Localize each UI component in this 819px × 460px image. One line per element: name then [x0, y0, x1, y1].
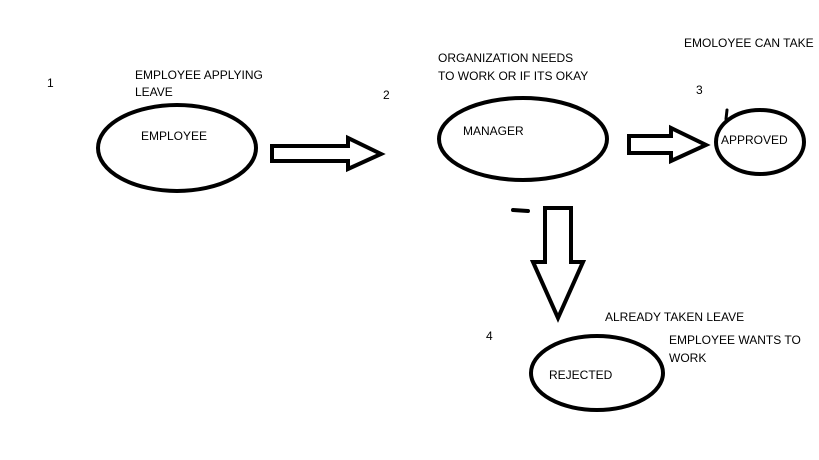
employee-node-label: EMPLOYEE [141, 129, 207, 143]
manager-ellipse [437, 96, 609, 182]
approved-node: APPROVED [714, 108, 806, 176]
rejected-note-line2: EMPLOYEE WANTS TO [669, 333, 801, 347]
arrow-manager-to-approved [627, 124, 711, 165]
pen-mark [511, 208, 530, 213]
approved-node-label: APPROVED [721, 133, 788, 147]
step-number-3: 3 [696, 83, 703, 97]
employee-node: EMPLOYEE [96, 103, 258, 193]
employee-ellipse [96, 103, 258, 193]
step-number-4: 4 [486, 329, 493, 343]
employee-note-line2: LEAVE [135, 85, 173, 99]
rejected-note-line3: WORK [669, 351, 706, 365]
approved-note: EMOLOYEE CAN TAKE [684, 36, 814, 50]
manager-note-line1: ORGANIZATION NEEDS [438, 51, 573, 65]
manager-note-line2: TO WORK OR IF ITS OKAY [438, 69, 588, 83]
step-number-2: 2 [383, 88, 390, 102]
rejected-note-line1: ALREADY TAKEN LEAVE [605, 310, 744, 324]
step-number-1: 1 [47, 76, 54, 90]
rejected-node: REJECTED [529, 334, 665, 412]
rejected-ellipse [529, 334, 665, 412]
pen-mark [724, 108, 729, 121]
manager-node-label: MANAGER [463, 124, 524, 138]
arrow-manager-to-rejected [529, 206, 587, 323]
manager-node: MANAGER [437, 96, 609, 182]
employee-note-line1: EMPLOYEE APPLYING [135, 68, 263, 82]
approved-ellipse [714, 108, 806, 176]
arrow-employee-to-manager [270, 134, 386, 173]
rejected-node-label: REJECTED [549, 368, 613, 382]
